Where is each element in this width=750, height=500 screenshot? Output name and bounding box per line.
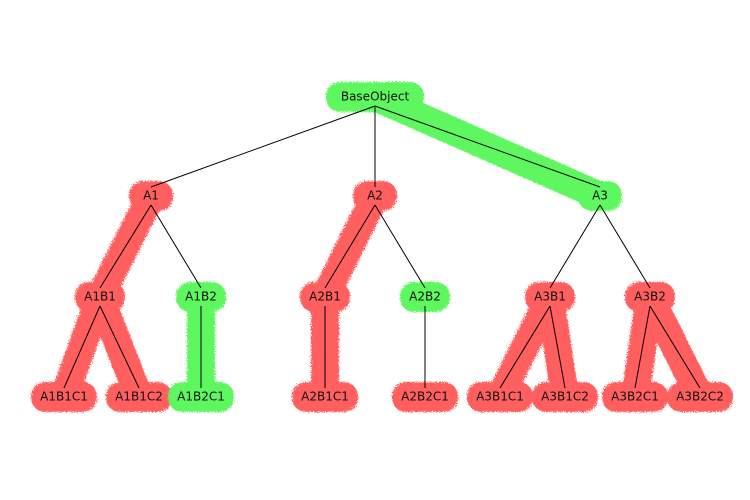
highlight-A3B2C2 bbox=[667, 382, 733, 412]
edge-A1B1-A1B1C2 bbox=[99, 305, 140, 389]
highlight-A1B1 bbox=[75, 282, 125, 312]
edge-A1B1-A1B1C1 bbox=[63, 305, 101, 389]
highlight-A2B2 bbox=[400, 282, 450, 312]
highlight-A2B1 bbox=[300, 282, 350, 312]
edge-A3-A3B1 bbox=[549, 204, 601, 289]
edge-BaseObject-A1 bbox=[150, 105, 376, 188]
edge-A3B2-A3B2C1 bbox=[634, 305, 651, 389]
highlight-A3B2C1 bbox=[602, 382, 668, 412]
edge-A1-A1B1 bbox=[99, 204, 152, 289]
edge-A2-A2B2 bbox=[374, 204, 426, 289]
node-A3B2C1: A3B2C1 bbox=[611, 390, 659, 404]
highlight-A3B1C1 bbox=[467, 382, 533, 412]
node-BaseObject: BaseObject bbox=[341, 90, 410, 104]
highlight-A2 bbox=[353, 181, 397, 211]
highlight-A1B1C1 bbox=[31, 382, 97, 412]
edge-A2-A2B1 bbox=[324, 204, 376, 289]
node-A1B2C1: A1B2C1 bbox=[177, 390, 225, 404]
node-A2: A2 bbox=[367, 189, 383, 203]
edge-A3B1-A3B1C1 bbox=[499, 305, 551, 389]
highlight-A2B1C1 bbox=[292, 382, 358, 412]
node-A1B2: A1B2 bbox=[185, 290, 217, 304]
node-A3: A3 bbox=[592, 189, 608, 203]
node-A3B1C1: A3B1C1 bbox=[476, 390, 524, 404]
highlight-layer bbox=[31, 82, 733, 412]
edge-layer bbox=[63, 105, 701, 389]
highlight-A1B1C2 bbox=[106, 382, 172, 412]
node-A1B1C2: A1B1C2 bbox=[115, 390, 163, 404]
node-A2B1C1: A2B1C1 bbox=[301, 390, 349, 404]
highlight-A1B2C1 bbox=[168, 382, 234, 412]
highlight-A1B2 bbox=[176, 282, 226, 312]
edge-A3B2-A3B2C2 bbox=[649, 305, 701, 389]
edge-A3-A3B2 bbox=[599, 204, 651, 289]
highlight-A3 bbox=[578, 181, 622, 211]
node-A3B1C2: A3B1C2 bbox=[541, 390, 589, 404]
node-A1B1C1: A1B1C1 bbox=[40, 390, 88, 404]
node-A2B2C1: A2B2C1 bbox=[401, 390, 449, 404]
highlight-A1 bbox=[129, 181, 173, 211]
node-A3B2C2: A3B2C2 bbox=[676, 390, 724, 404]
highlight-A3B1 bbox=[525, 282, 575, 312]
highlight-BaseObject bbox=[326, 82, 424, 112]
node-A3B1: A3B1 bbox=[534, 290, 566, 304]
node-A1B1: A1B1 bbox=[84, 290, 116, 304]
node-A3B2: A3B2 bbox=[634, 290, 666, 304]
node-A1: A1 bbox=[143, 189, 159, 203]
highlight-A3B1C2 bbox=[532, 382, 598, 412]
highlight-A3B2 bbox=[625, 282, 675, 312]
edge-A3B1-A3B1C2 bbox=[549, 305, 566, 389]
edge-BaseObject-A3 bbox=[374, 105, 601, 188]
highlight-A2B2C1 bbox=[392, 382, 458, 412]
edge-A1-A1B2 bbox=[150, 204, 202, 289]
node-A2B1: A2B1 bbox=[309, 290, 341, 304]
node-A2B2: A2B2 bbox=[409, 290, 441, 304]
